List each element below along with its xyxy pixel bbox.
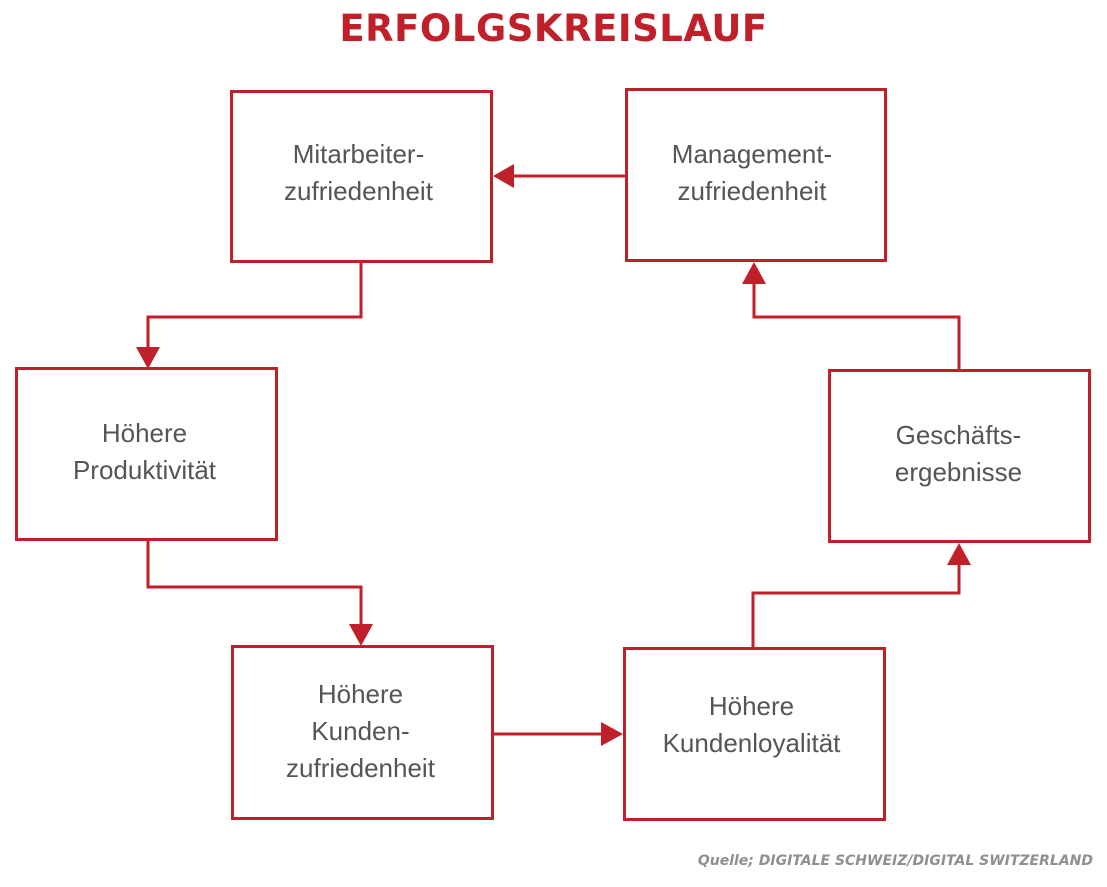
box-label: Höhere Produktivität — [72, 418, 217, 485]
box-geschaeftsergebnisse: Geschäfts- ergebnisse — [828, 369, 1091, 543]
box-managementzufriedenheit: Management- zufriedenheit — [625, 88, 887, 262]
arrowhead-left — [493, 164, 514, 188]
arrowhead-down — [136, 347, 160, 369]
connector-produktivitaet-to-kundenzufriedenheit — [146, 541, 363, 627]
box-hoehere-kundenloyalitaet: Höhere Kundenloyalität — [623, 647, 886, 821]
arrowhead-up — [947, 543, 971, 565]
box-label: Geschäfts- ergebnisse — [894, 420, 1023, 487]
box-hoehere-produktivitaet: Höhere Produktivität — [15, 367, 278, 541]
box-label: Höhere Kundenloyalität — [662, 691, 841, 758]
connector-geschaeftsergebnisse-to-management — [752, 281, 961, 369]
connector-mitarbeiter-to-produktivitaet — [146, 263, 363, 350]
box-label: Höhere Kunden- zufriedenheit — [286, 679, 435, 783]
box-hoehere-kundenzufriedenheit: Höhere Kunden- zufriedenheit — [231, 645, 494, 820]
box-label: Management- zufriedenheit — [671, 139, 833, 206]
arrowhead-up — [742, 262, 766, 284]
arrowhead-right — [601, 722, 623, 746]
diagram-title: ERFOLGSKREISLAUF — [339, 7, 768, 50]
source-credit: Quelle; DIGITALE SCHWEIZ/DIGITAL SWITZER… — [697, 853, 1093, 869]
box-mitarbeiterzufriedenheit: Mitarbeiter- zufriedenheit — [230, 90, 493, 263]
connector-kundenloyalitaet-to-geschaeftsergebnisse — [751, 562, 961, 647]
arrowhead-down — [349, 624, 373, 646]
box-label: Mitarbeiter- zufriedenheit — [284, 138, 433, 206]
